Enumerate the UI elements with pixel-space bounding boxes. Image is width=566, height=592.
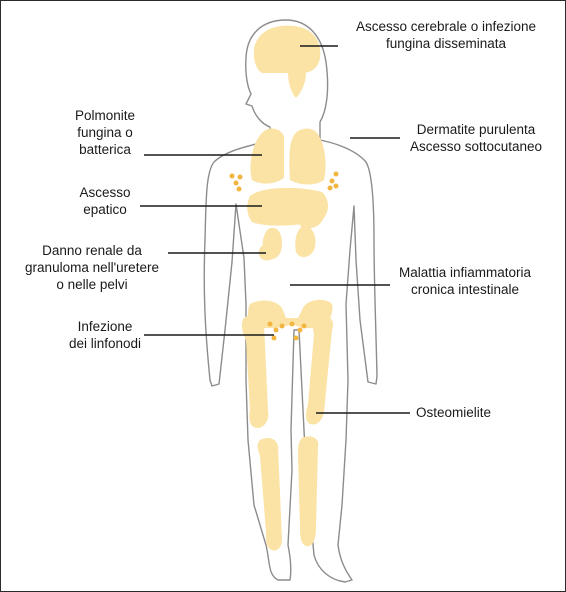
label-line: o nelle pelvi [12, 276, 172, 293]
lymph-node-dot [302, 324, 307, 329]
label-line: Danno renale da [12, 242, 172, 259]
label-brain: Ascesso cerebrale o infezione fungina di… [336, 18, 556, 52]
lymph-node-dot [272, 336, 277, 341]
label-line: fungina o [50, 124, 160, 141]
lymph-node-dot [298, 328, 303, 333]
label-line: Osteomielite [416, 404, 536, 421]
lymph-node-dot [274, 328, 279, 333]
lymph-node-dot [334, 172, 339, 177]
label-lung: Polmonite fungina o batterica [50, 107, 160, 158]
label-liver: Ascesso epatico [60, 184, 150, 218]
label-line: Ascesso sottocutaneo [396, 138, 556, 155]
label-line: Malattia infiammatoria [380, 264, 550, 281]
label-line: Infezione [50, 318, 160, 335]
lymph-node-dot [328, 186, 333, 191]
lymph-node-dot [230, 174, 235, 179]
left-lung [250, 129, 284, 184]
label-line: dei linfonodi [50, 335, 160, 352]
label-line: granuloma nell'uretere [12, 259, 172, 276]
label-line: Polmonite [50, 107, 160, 124]
body-outline [204, 20, 377, 582]
right-tibia [298, 436, 318, 546]
label-lymph: Infezione dei linfonodi [50, 318, 160, 352]
label-line: fungina disseminata [336, 35, 556, 52]
lymph-node-dot [238, 175, 243, 180]
lymph-node-dot [294, 336, 299, 341]
label-line: Ascesso cerebrale o infezione [336, 18, 556, 35]
lymph-node-dot [280, 324, 285, 329]
label-line: Dermatite purulenta [396, 121, 556, 138]
label-line: batterica [50, 141, 160, 158]
lymph-node-dot [268, 322, 273, 327]
lymph-node-dot [290, 322, 295, 327]
lymph-node-dot [330, 179, 335, 184]
lymph-node-dot [237, 187, 242, 192]
label-line: epatico [60, 201, 150, 218]
label-skin: Dermatite purulenta Ascesso sottocutaneo [396, 121, 556, 155]
label-kidney: Danno renale da granuloma nell'uretere o… [12, 242, 172, 293]
lymph-node-dot [334, 184, 339, 189]
label-bone: Osteomielite [416, 404, 536, 421]
label-line: Ascesso [60, 184, 150, 201]
label-line: cronica intestinale [380, 281, 550, 298]
skull [254, 26, 320, 73]
lymph-node-dot [234, 181, 239, 186]
label-intestine: Malattia infiammatoria cronica intestina… [380, 264, 550, 298]
